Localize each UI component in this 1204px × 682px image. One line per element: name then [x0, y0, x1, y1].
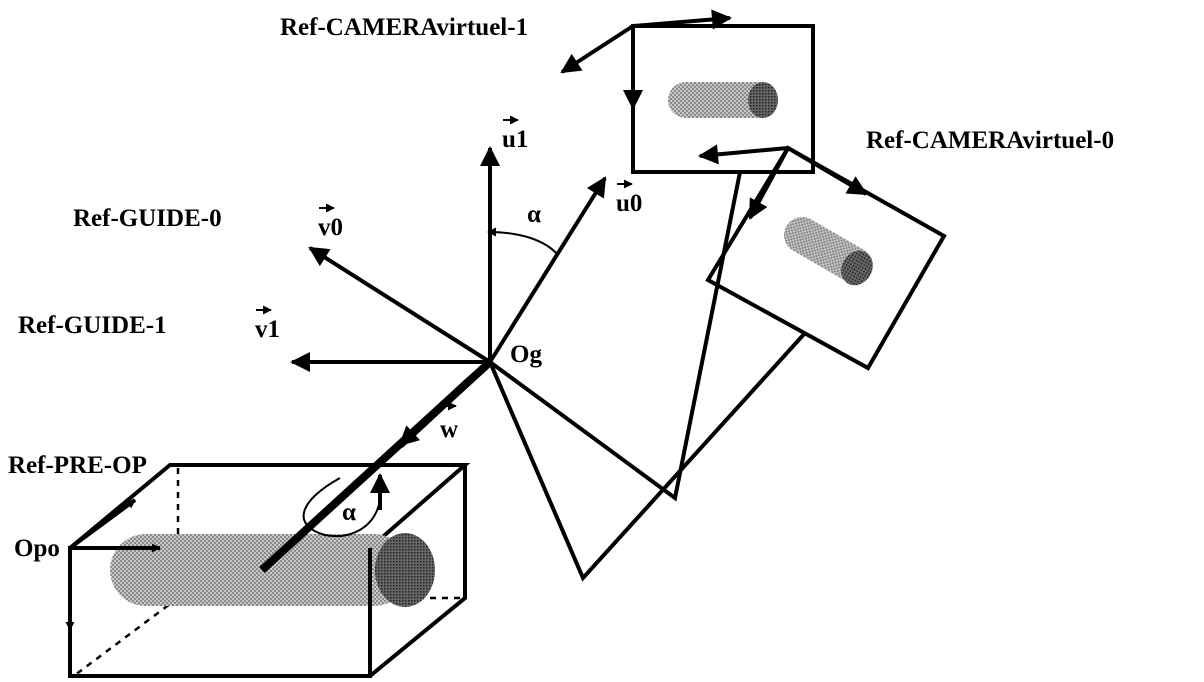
label-ref-guide-0: Ref-GUIDE-0: [73, 205, 222, 232]
alpha-angle-arc: [487, 227, 559, 256]
projection-lines: [488, 171, 807, 582]
label-u0: u0: [616, 190, 642, 217]
preop-cylinder-cap: [375, 533, 435, 607]
guide-frame: [259, 146, 607, 573]
preop-cylinder: [110, 534, 410, 606]
u0-axis: [488, 176, 607, 364]
preop-hidden-diagonal: [74, 596, 179, 677]
label-ref-camera-virtuel-1: Ref-CAMERAvirtuel-1: [280, 14, 528, 41]
projection-cone-1: [488, 171, 742, 502]
camera0-axis-z: [698, 144, 789, 165]
preop-box: [65, 463, 471, 678]
label-v1: v1: [255, 316, 280, 343]
label-alpha-bottom: α: [342, 499, 356, 526]
preop-box-right: [368, 465, 467, 678]
label-og: Og: [510, 341, 542, 368]
vector-overarrows: [256, 115, 633, 411]
label-u1: u1: [502, 126, 528, 153]
label-v0: v0: [318, 214, 343, 241]
camera-virtuel-0: [698, 144, 947, 371]
camera0-axis-x: [786, 146, 868, 196]
label-ref-guide-1: Ref-GUIDE-1: [18, 312, 167, 339]
label-w: w: [440, 416, 458, 443]
camera0-axis-y: [748, 147, 790, 220]
projection-cone-0: [488, 331, 807, 582]
preop-box-top: [68, 463, 471, 550]
alpha-rotation-arc: [302, 477, 381, 537]
v0-axis: [308, 246, 492, 364]
camera1-axis-x: [632, 9, 732, 30]
label-alpha-top: α: [527, 201, 541, 228]
label-ref-pre-op: Ref-PRE-OP: [8, 452, 147, 479]
camera1-axis-z: [560, 24, 635, 74]
camera0-frame: [705, 145, 947, 371]
label-ref-camera-virtuel-0: Ref-CAMERAvirtuel-0: [866, 127, 1114, 154]
opo-axis-diagonal: [68, 498, 137, 550]
label-opo: Opo: [14, 535, 60, 562]
camera-virtuel-1: [560, 9, 815, 174]
